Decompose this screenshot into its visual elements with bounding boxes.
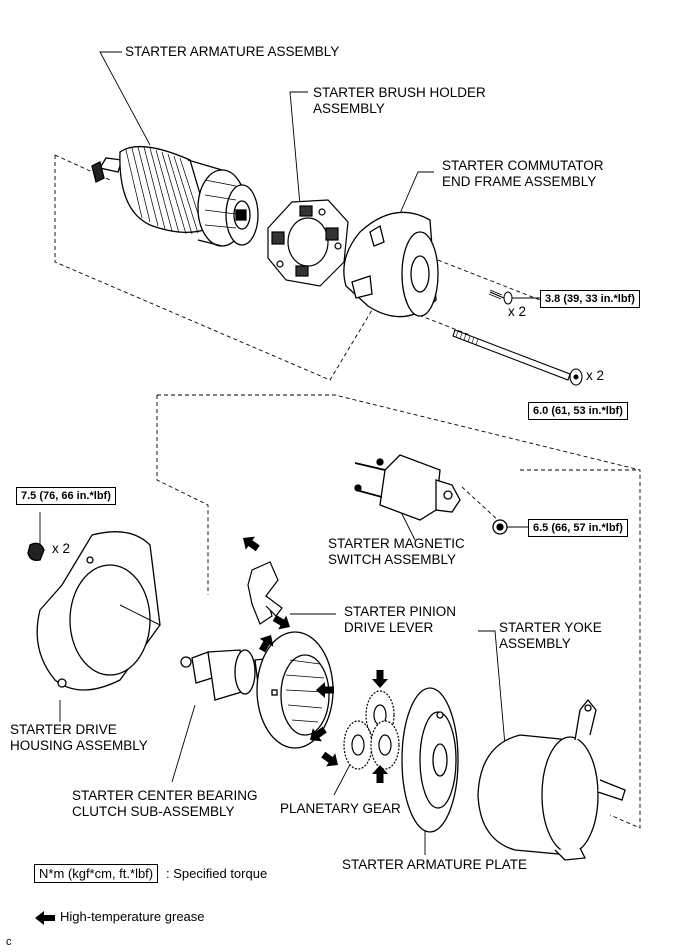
corner-mark: c (6, 936, 12, 948)
torque-switch-nut: 6.5 (66, 57 in.*lbf) (528, 519, 628, 537)
planetary-gear-drawing (343, 690, 400, 770)
commutator-frame-drawing (343, 211, 439, 318)
label-armature-plate: STARTER ARMATURE PLATE (342, 857, 528, 872)
qty-through-bolt: x 2 (586, 368, 605, 383)
torque-screw: 3.8 (39, 33 in.*lbf) (540, 290, 640, 308)
label-pinion-drive-lever: STARTER PINION DRIVE LEVER (344, 604, 457, 635)
assembly-boundary-bottom (156, 394, 641, 829)
magnetic-switch-drawing (354, 454, 508, 535)
drive-housing-drawing (27, 531, 161, 691)
legend-grease-text: High-temperature grease (60, 909, 205, 924)
torque-through-bolt: 6.0 (61, 53 in.*lbf) (528, 402, 628, 420)
label-brush-holder-assembly: STARTER BRUSH HOLDER ASSEMBLY (313, 85, 486, 116)
grease-arrow (318, 748, 343, 772)
yoke-drawing (477, 698, 626, 861)
arrow-left-icon (35, 911, 55, 925)
brush-holder-drawing (267, 199, 349, 287)
armature-drawing (91, 146, 259, 247)
screw-drawing (488, 289, 513, 305)
label-center-bearing-clutch: STARTER CENTER BEARING CLUTCH SUB-ASSEMB… (72, 788, 258, 819)
label-armature-assembly: STARTER ARMATURE ASSEMBLY (125, 44, 340, 59)
label-drive-housing-assembly: STARTER DRIVE HOUSING ASSEMBLY (10, 722, 148, 753)
legend-torque-unit: N*m (kgf*cm, ft.*lbf) (34, 864, 159, 883)
center-bearing-clutch-drawing (180, 631, 334, 749)
grease-arrow (372, 670, 388, 688)
legend-torque-text: : Specified torque (166, 866, 268, 881)
grease-arrow (238, 531, 263, 555)
qty-housing-nut: x 2 (52, 541, 71, 556)
through-bolt-drawing (452, 329, 583, 386)
qty-screw: x 2 (508, 304, 527, 319)
label-magnetic-switch-assembly: STARTER MAGNETIC SWITCH ASSEMBLY (328, 536, 465, 567)
label-yoke-assembly: STARTER YOKE ASSEMBLY (499, 620, 602, 651)
label-commutator-end-frame: STARTER COMMUTATOR END FRAME ASSEMBLY (442, 158, 604, 189)
torque-housing-nut: 7.5 (76, 66 in.*lbf) (16, 487, 116, 505)
label-planetary-gear: PLANETARY GEAR (280, 801, 401, 816)
armature-plate-drawing (401, 687, 459, 833)
pinion-lever-drawing (247, 561, 283, 625)
